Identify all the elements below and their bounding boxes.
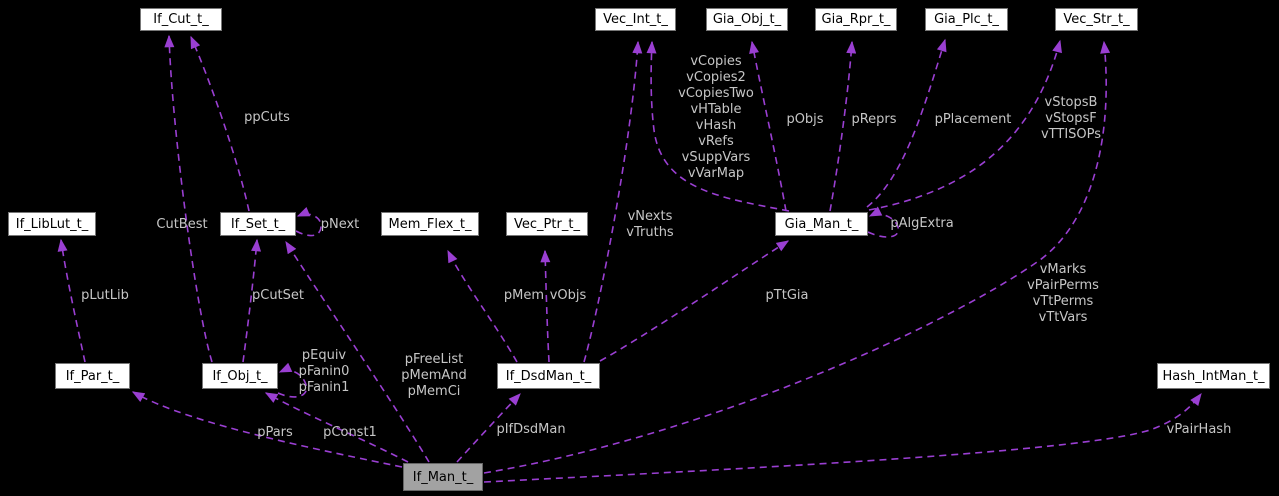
edge-if_man-to-hash_intman (483, 393, 1202, 483)
node-vec_int[interactable]: Vec_Int_t_ (595, 8, 676, 31)
edge-if_dsdman-to-vec_int (583, 40, 643, 363)
node-gia_rpr[interactable]: Gia_Rpr_t_ (815, 8, 897, 31)
edge-if_par-to-if_liblut (57, 238, 86, 363)
edges-group (57, 34, 1202, 483)
edge-if_obj-to-if_cut (164, 34, 213, 363)
node-vec_str[interactable]: Vec_Str_t_ (1055, 8, 1138, 31)
edge-if_set-to-if_set (295, 207, 322, 237)
edge-if_dsdman-to-gia_man (599, 240, 790, 362)
edge-if_dsdman-to-mem_flex (447, 249, 518, 363)
node-if_par[interactable]: If_Par_t_ (55, 363, 130, 389)
edge-gia_man-to-vec_str (868, 39, 1062, 211)
node-if_dsdman[interactable]: If_DsdMan_t_ (497, 363, 600, 389)
edge-gia_man-to-gia_obj (749, 40, 787, 212)
node-mem_flex[interactable]: Mem_Flex_t_ (381, 212, 479, 236)
edge-if_dsdman-to-vec_ptr (540, 249, 551, 363)
edge-gia_man-to-gia_rpr (829, 40, 857, 212)
node-vec_ptr[interactable]: Vec_Ptr_t_ (506, 212, 588, 236)
node-if_cut[interactable]: If_Cut_t_ (140, 8, 222, 31)
edge-if_man-to-if_dsdman (456, 393, 521, 463)
node-gia_obj[interactable]: Gia_Obj_t_ (706, 8, 788, 31)
edge-if_man-to-vec_str (483, 40, 1111, 474)
node-if_man[interactable]: If_Man_t_ (403, 463, 483, 491)
edge-if_man-to-if_obj (264, 392, 409, 463)
edge-gia_man-to-gia_plc (866, 38, 947, 208)
node-if_set[interactable]: If_Set_t_ (220, 212, 296, 236)
node-hash_intman[interactable]: Hash_IntMan_t_ (1157, 363, 1270, 389)
node-if_obj[interactable]: If_Obj_t_ (202, 363, 278, 389)
edge-if_man-to-if_par (131, 391, 403, 468)
edge-gia_man-to-gia_man (867, 206, 900, 238)
node-gia_plc[interactable]: Gia_Plc_t_ (925, 8, 1008, 31)
edge-if_obj-to-if_set (242, 238, 262, 363)
node-if_liblut[interactable]: If_LibLut_t_ (8, 212, 96, 236)
edge-if_obj-to-if_obj (277, 362, 308, 398)
edge-if_set-to-if_cut (190, 35, 250, 212)
edge-if_man-to-if_set (285, 240, 430, 463)
node-gia_man[interactable]: Gia_Man_t_ (775, 212, 868, 236)
edge-gia_man-to-vec_int (646, 40, 790, 212)
